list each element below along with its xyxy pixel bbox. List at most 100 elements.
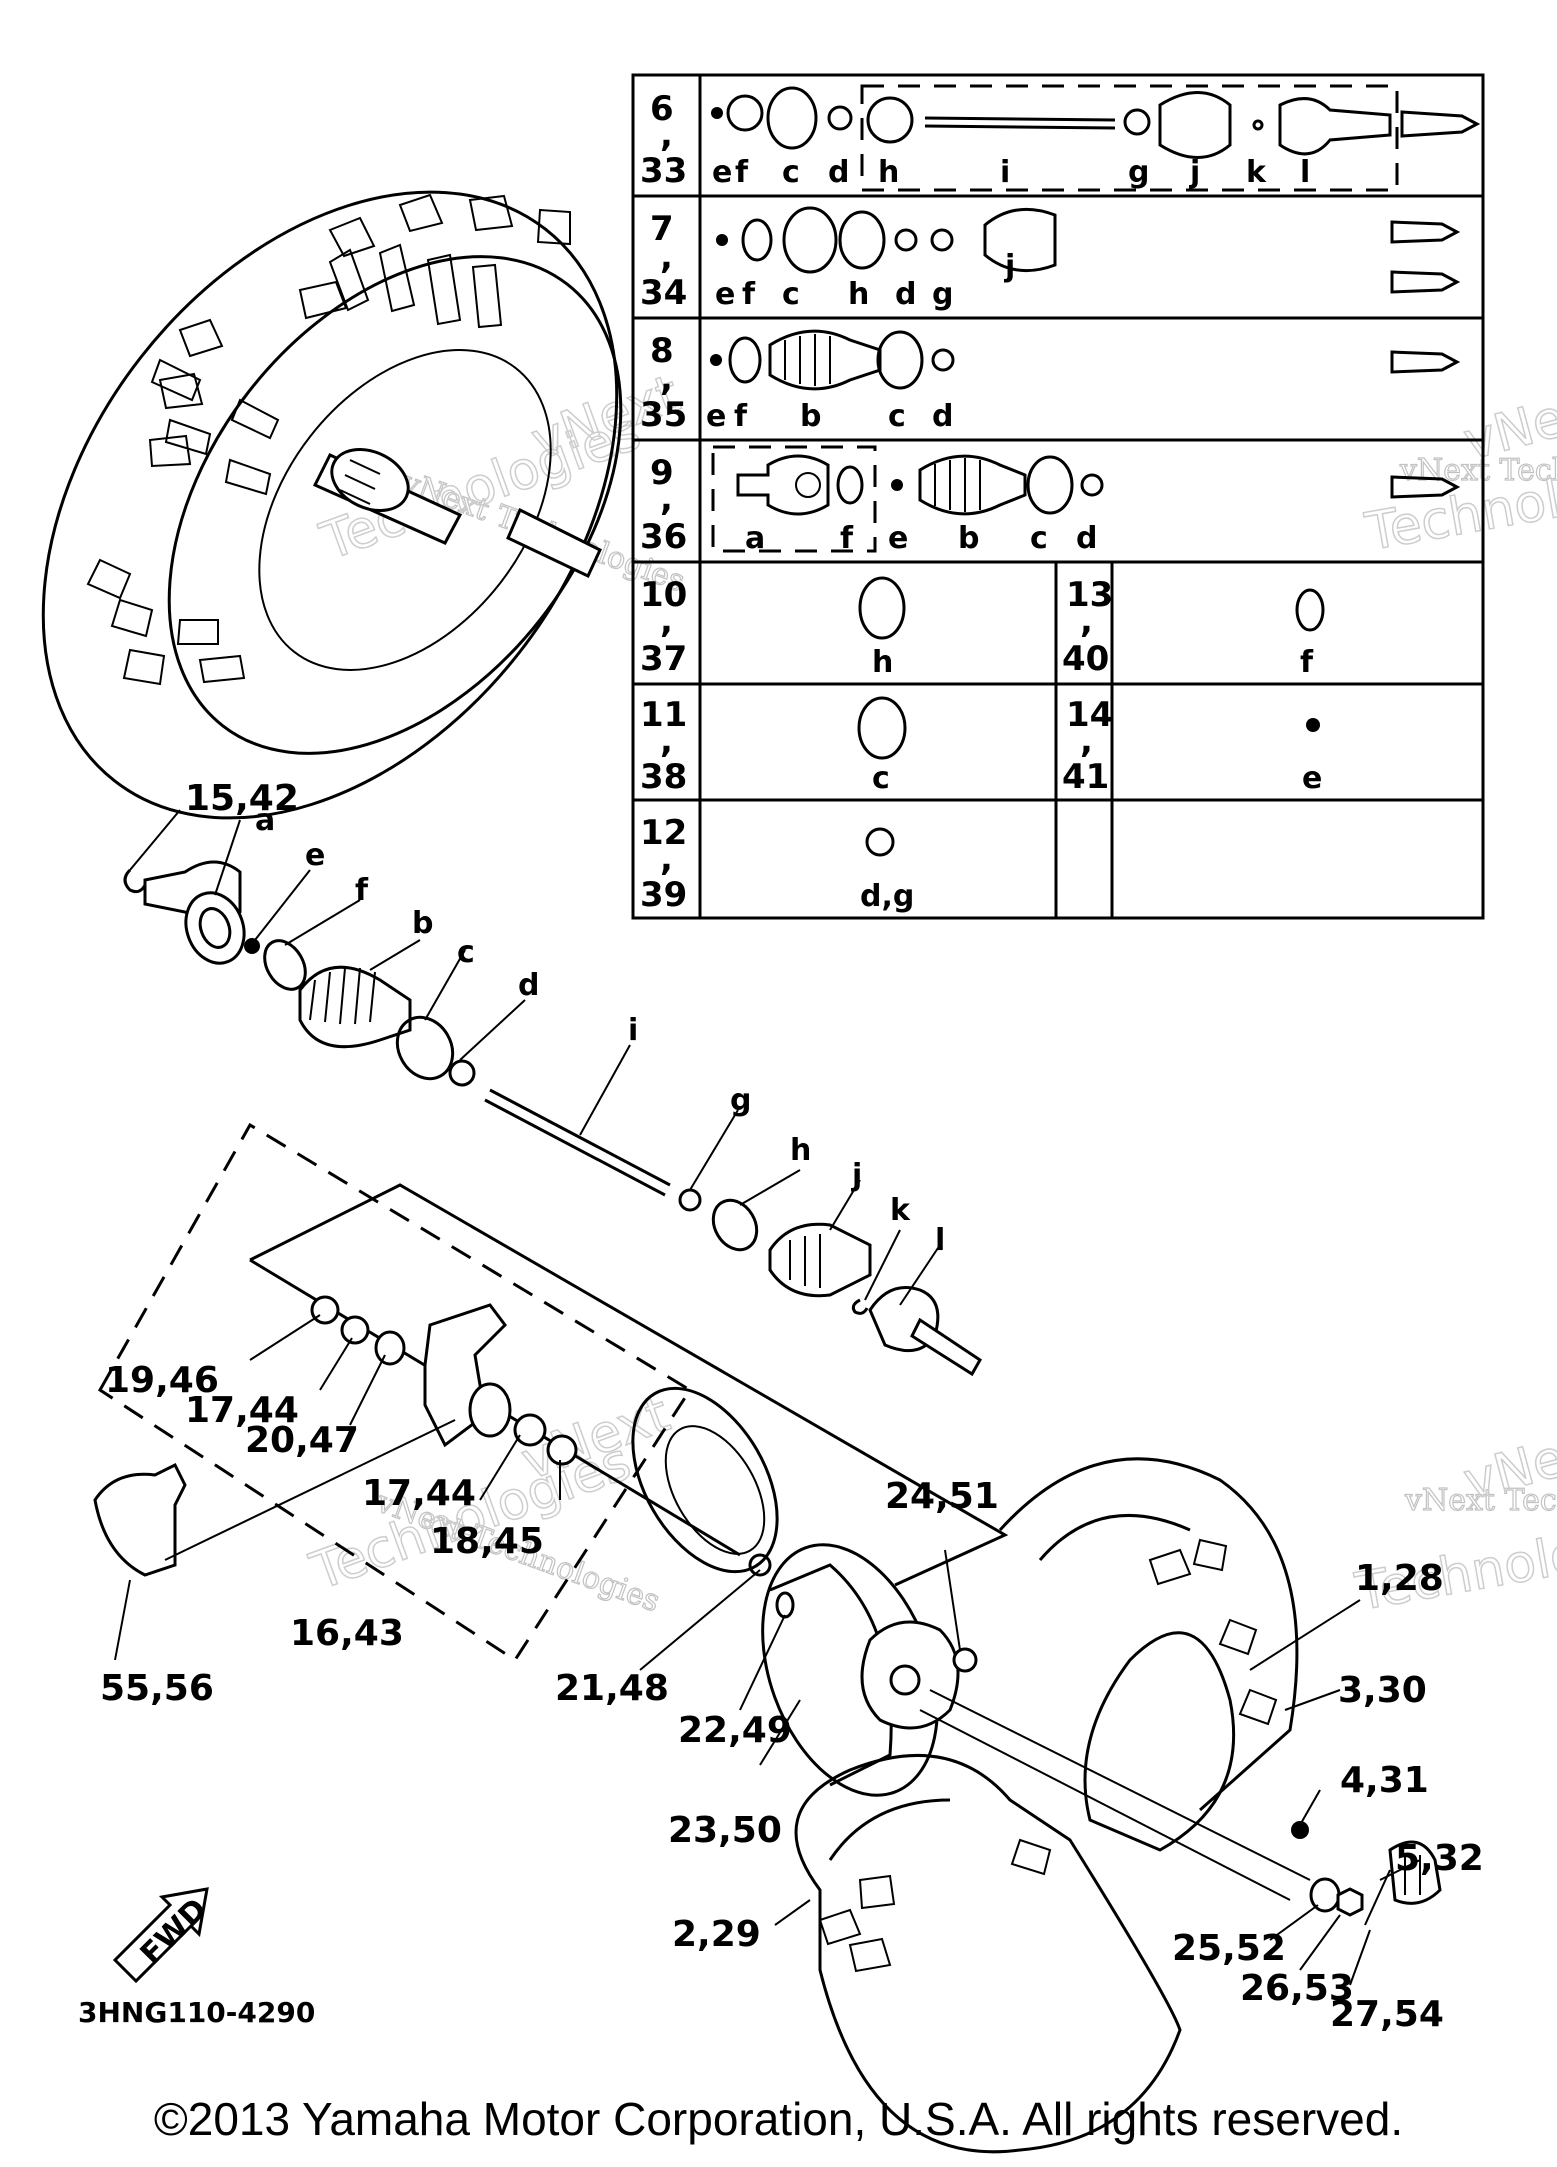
callout-label: 27,54 [1330,1994,1444,2035]
parts-kit-table: 6 , 33 e f c d h i g j k l 7 , 34 [631,73,1485,920]
callout-label: 55,56 [100,1668,214,1709]
callout-label: i [628,1013,638,1048]
table-row-label: 37 [640,639,687,679]
callout-label: e [305,838,325,873]
copyright-notice: ©2013 Yamaha Motor Corporation, U.S.A. A… [153,2093,1404,2145]
callout-label: 18,45 [430,1521,544,1562]
table-part-letter: e [715,277,735,312]
table-row-label: , [1080,721,1093,761]
table-part-letter: c [1030,521,1048,556]
table-part-letter: f [742,277,756,312]
callout-label: h [790,1133,811,1168]
callout-label: 17,44 [185,1390,299,1431]
table-part-letter: h [878,155,899,190]
table-row-label: 14 [1066,695,1113,735]
table-row-label: 39 [640,875,687,915]
table-row-label: 13 [1066,575,1113,615]
table-row-label: 35 [640,395,687,435]
front-wheel-assembly-illustration [41,190,623,820]
hub-and-wheel [112,1457,1442,2154]
table-part-letter: j [1004,249,1015,284]
table-part-letter: e [706,399,726,434]
callout-label: a [255,803,275,838]
callout-label: k [890,1193,911,1228]
watermark-text: vNext Technologies [1404,1483,1557,1518]
table-row-label: 34 [640,273,687,313]
callout-label: 23,50 [668,1810,782,1851]
table-row-label: 12 [640,813,687,853]
callout-label: c [457,935,475,970]
callout-label: 3,30 [1338,1670,1427,1711]
table-row-label: 33 [640,151,687,191]
drive-shaft-exploded [123,860,1009,1587]
callout-label: b [412,906,433,941]
callout-label: 19,46 [105,1360,219,1401]
table-row-label: 38 [640,757,687,797]
table-part-letter: b [800,399,821,434]
callout-label: g [730,1083,751,1118]
callout-label: j [851,1158,862,1193]
table-part-letter: g [1128,155,1149,190]
table-row-label: 41 [1062,757,1109,797]
table-row-label: , [660,721,673,761]
table-part-letter: e [1302,761,1322,796]
table-row-label: , [660,359,673,399]
table-part-letter: b [958,521,979,556]
table-row-label: 8 [650,331,674,371]
table-part-letter: d [895,277,916,312]
callout-label: 17,44 [362,1473,476,1514]
table-part-letter: h [848,277,869,312]
table-part-letter: j [1189,155,1200,190]
knuckle-assembly [93,1122,795,1663]
table-part-letter: f [840,521,854,556]
table-part-letter: h [872,645,893,680]
table-row-label: 40 [1062,639,1109,679]
callout-label: 15,42 [185,778,299,819]
table-part-letter: c [782,155,800,190]
callout-label: l [935,1223,945,1258]
table-row-label: , [660,237,673,277]
table-part-letter: l [1300,155,1310,190]
table-part-letter: d,g [860,879,914,914]
table-row-label: 10 [640,575,687,615]
table-row-label: , [660,479,673,519]
callout-label: 25,52 [1172,1928,1286,1969]
table-part-letter: g [932,277,953,312]
table-row-label: , [660,115,673,155]
leader-lines [114,809,1421,1986]
table-part-letter: a [745,521,765,556]
table-row-label: , [660,839,673,879]
watermark-text: vNext Technologies [1399,453,1557,488]
table-part-letter: f [1300,645,1314,680]
callout-label: 4,31 [1340,1760,1429,1801]
callout-labels: 15,42 a e f b c d i g h j k l 19,46 17,4… [100,778,1484,2035]
table-part-letter: e [712,155,732,190]
callout-label: 21,48 [555,1668,669,1709]
table-row-label: , [1080,601,1093,641]
table-part-letter: c [888,399,906,434]
table-part-letter: e [888,521,908,556]
table-row-label: 11 [640,695,687,735]
table-row-label: 6 [650,89,674,129]
table-part-letter: d [932,399,953,434]
table-part-letter: f [734,399,748,434]
callout-label: f [355,873,369,908]
table-part-letter: c [782,277,800,312]
table-part-letter: f [735,155,749,190]
callout-label: 20,47 [245,1420,359,1461]
callout-label: 2,29 [672,1914,761,1955]
callout-label: d [518,968,539,1003]
diagram-code: 3HNG110-4290 [78,1996,316,2029]
callout-label: 5,32 [1395,1838,1484,1879]
table-part-letter: d [828,155,849,190]
callout-label: 16,43 [290,1613,404,1654]
table-part-letter: c [872,761,890,796]
callout-label: 26,53 [1240,1968,1354,2009]
callout-label: 22,49 [678,1710,792,1751]
table-row-label: 9 [650,453,674,493]
table-part-letter: i [1000,155,1010,190]
callout-label: 1,28 [1355,1558,1444,1599]
table-row-label: 36 [640,517,687,557]
table-row-label: , [660,601,673,641]
